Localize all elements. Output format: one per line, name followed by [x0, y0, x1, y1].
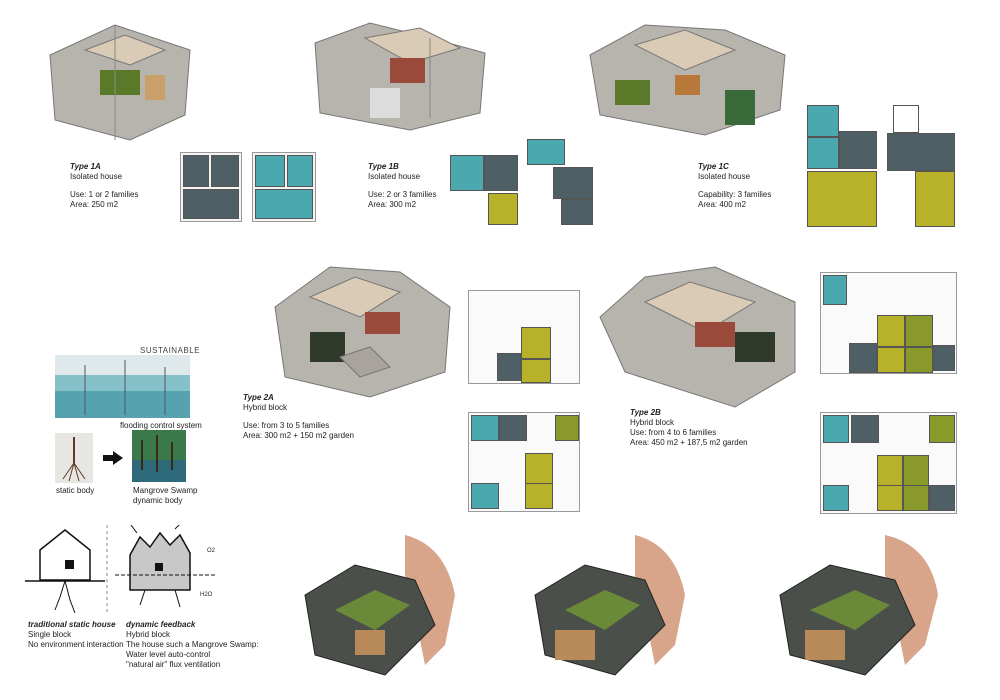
static-body-image: [55, 433, 93, 483]
dynamic-line-4: "natural air" flux ventilation: [126, 660, 221, 669]
type-area: Area: 300 m2 + 150 m2 garden: [243, 431, 354, 440]
type-use: Use: 1 or 2 families: [70, 190, 139, 199]
model-photo-1: [304, 535, 455, 676]
static-body-caption: static body: [56, 486, 95, 495]
dynamic-body-label: dynamic body: [133, 496, 183, 505]
arrow-right-icon: [103, 451, 123, 465]
o2-label: O2: [207, 548, 216, 554]
type-area: Area: 450 m2 + 187,5 m2 garden: [630, 438, 748, 447]
type-use: Capability: 3 families: [698, 190, 772, 199]
dynamic-line-2: The house such a Mangrove Swamp:: [126, 640, 259, 649]
type-use: Use: from 4 to 6 families: [630, 428, 717, 437]
type-title: Type 2A: [243, 393, 274, 402]
type-use: Use: from 3 to 5 families: [243, 421, 330, 430]
mangrove-label: Mangrove Swamp: [133, 486, 198, 495]
type-1b-caption: Type 1B Isolated house Use: 2 or 3 famil…: [368, 162, 436, 210]
type-1b-model: [314, 22, 486, 131]
type-2a-caption: Type 2A Hybrid block Use: from 3 to 5 fa…: [243, 393, 354, 441]
type-2b-model: [599, 266, 796, 408]
type-area: Area: 400 m2: [698, 200, 747, 209]
type-1a-plan-ground: [180, 152, 242, 222]
type-1c-caption: Type 1C Isolated house Capability: 3 fam…: [698, 162, 771, 210]
traditional-caption: traditional static house Single block No…: [28, 620, 124, 650]
type-use: Use: 2 or 3 families: [368, 190, 437, 199]
type-title: Type 1C: [698, 162, 729, 171]
h2o-label: H2O: [200, 592, 213, 598]
flooding-image: [55, 355, 190, 418]
type-subtitle: Isolated house: [70, 172, 123, 181]
type-2b-plan-upper: [820, 412, 957, 514]
traditional-line-1: Single block: [28, 630, 72, 639]
concept-sketch: [25, 525, 215, 615]
dynamic-line-3: Water level auto-control: [126, 650, 211, 659]
type-title: Type 2B: [630, 408, 661, 417]
traditional-line-2: No environment interaction: [28, 640, 124, 649]
model-photo-3: [779, 535, 938, 676]
type-subtitle: Hybrid block: [630, 418, 675, 427]
model-photo-2: [534, 535, 685, 676]
type-subtitle: Isolated house: [698, 172, 751, 181]
mangrove-caption: Mangrove Swamp dynamic body: [133, 486, 197, 506]
flooding-caption: flooding control system: [120, 421, 202, 430]
type-1c-plan-ground: [805, 103, 877, 228]
type-area: Area: 300 m2: [368, 200, 417, 209]
type-subtitle: Hybrid block: [243, 403, 288, 412]
sustainable-label: SUSTAINABLE: [140, 346, 201, 355]
type-subtitle: Isolated house: [368, 172, 421, 181]
type-1c-model: [589, 24, 786, 136]
type-1b-plan-upper: [525, 137, 595, 227]
type-title: Type 1A: [70, 162, 101, 171]
type-2a-model: [274, 266, 451, 398]
type-2a-plan-upper: [468, 412, 580, 512]
type-area: Area: 250 m2: [70, 200, 119, 209]
type-1a-plan-upper: [252, 152, 316, 222]
type-2b-plan-ground: [820, 272, 957, 374]
type-1c-plan-upper: [885, 103, 957, 228]
type-1a-model: [49, 24, 191, 141]
type-2b-caption: Type 2B Hybrid block Use: from 4 to 6 fa…: [630, 408, 748, 448]
mangrove-image: [132, 430, 186, 482]
type-2a-plan-ground: [468, 290, 580, 384]
type-1a-caption: Type 1A Isolated house Use: 1 or 2 famil…: [70, 162, 138, 210]
type-1b-plan-ground: [448, 137, 520, 227]
dynamic-caption: dynamic feedback Hybrid block The house …: [126, 620, 259, 670]
type-title: Type 1B: [368, 162, 399, 171]
traditional-title: traditional static house: [28, 620, 116, 629]
dynamic-title: dynamic feedback: [126, 620, 196, 629]
dynamic-line-1: Hybrid block: [126, 630, 171, 639]
